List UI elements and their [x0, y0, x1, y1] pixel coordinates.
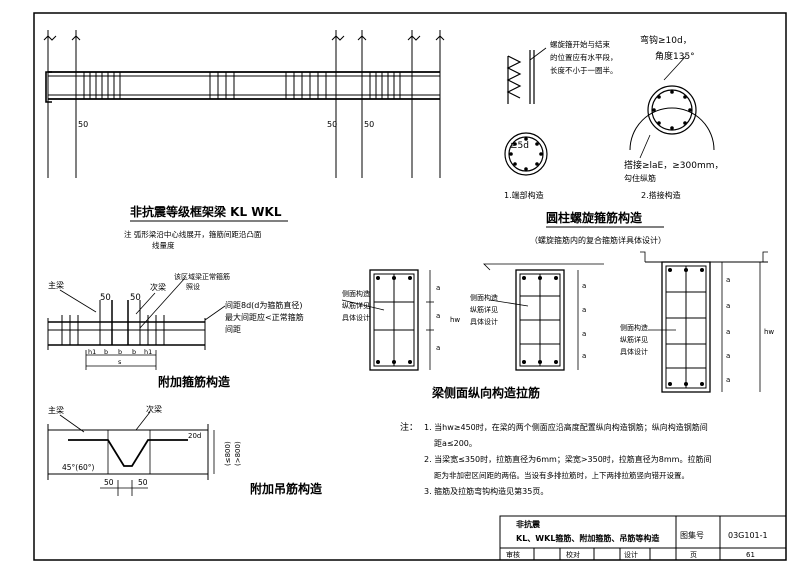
titleblock-fig-no: 03G101-1	[728, 531, 768, 540]
section-side-note-1b: 侧面构造	[470, 293, 498, 302]
stirrup-note-1: 该区域梁正常箍筋	[174, 272, 230, 281]
section-side-note-1c: 侧面构造	[620, 323, 648, 332]
stirrup-bottom-label-3: b	[118, 348, 122, 356]
section-a-label-5: a	[582, 306, 586, 314]
section-a-label-8: a	[726, 276, 730, 284]
section-a-label-7: a	[582, 352, 586, 360]
hanger-angle-label: 45°(60°)	[62, 463, 95, 472]
note-1a: 1. 当hw≥450时，在梁的两个侧面应沿高度配置纵向构造钢筋；纵向构造钢筋间	[424, 422, 708, 432]
section-a-label-1: a	[436, 284, 440, 292]
beam-elevation	[43, 30, 445, 178]
beam-dim-1: 50	[78, 120, 88, 129]
spiral-note-1: 螺旋箍开始与结束	[550, 39, 610, 49]
section-a-label-4: a	[582, 282, 586, 290]
titleblock-check: 校对	[566, 550, 580, 559]
titleblock-line-1: 非抗震	[516, 519, 541, 529]
spiral-note-2: 的位置应有水平段，	[550, 52, 618, 62]
section-bars	[376, 268, 704, 386]
spiral-overlap-label-1: 搭接≥laE，≥300mm，	[624, 159, 724, 171]
section-side-note-1: 侧面构造	[342, 289, 370, 298]
beam-dim-2: 50	[327, 120, 337, 129]
spiral-title: 圆柱螺旋箍筋构造	[546, 210, 643, 225]
note-3: 3. 箍筋及拉筋弯钩构造见第35页。	[424, 486, 548, 496]
titleblock-page: 61	[746, 551, 755, 559]
section-diagrams	[341, 251, 768, 393]
section-hw-label-2: hw	[764, 328, 774, 336]
spiral-overlap-label-2: 勾住纵筋	[624, 173, 656, 183]
stirrup-bottom-label-5: h1	[144, 348, 152, 356]
stirrup-diagram	[47, 277, 226, 370]
section-hw-label-1: hw	[450, 316, 460, 324]
hanger-800b-label: (>800)	[234, 441, 242, 466]
titleblock-fig-no-label: 图集号	[680, 530, 704, 540]
title-block	[499, 515, 787, 561]
hanger-dim-1: 50	[104, 478, 114, 487]
section-side-note-3b: 具体设计	[470, 317, 498, 326]
notes-lead: 注：	[400, 421, 418, 433]
spiral-subtitle: （螺旋箍筋内的复合箍筋详具体设计）	[530, 235, 666, 245]
stirrup-main-beam-label: 主梁	[48, 280, 64, 290]
hanger-diagram	[47, 411, 215, 496]
section-side-note-3: 具体设计	[342, 313, 370, 322]
stirrup-spacing-3: 间距	[225, 325, 241, 334]
hanger-800-label: (≤800)	[224, 441, 232, 466]
hanger-dim-2: 50	[138, 478, 148, 487]
beam-title: 非抗震等级框架梁 KL WKL	[130, 204, 282, 219]
stirrup-bottom-label-4: b	[132, 348, 136, 356]
titleblock-review: 审核	[506, 550, 520, 559]
section-a-label-9: a	[726, 302, 730, 310]
spiral-bend-label-2: 角度135°	[655, 50, 695, 62]
section-a-label-2: a	[436, 312, 440, 320]
stirrup-spacing-1: 间距8d(d为箍筋直径)	[225, 300, 303, 310]
hanger-secondary-beam-label: 次梁	[146, 404, 162, 414]
hanger-main-beam-label: 主梁	[48, 405, 64, 415]
spiral-note-3: 长度不小于一圈半。	[550, 65, 618, 75]
stirrup-dim-2: 50	[130, 293, 141, 303]
spiral-caption-2: 2.搭接构造	[641, 190, 681, 200]
beam-note-2: 线量度	[152, 240, 175, 250]
section-side-note-2b: 纵筋详见	[470, 305, 498, 314]
section-side-note-2c: 纵筋详见	[620, 335, 648, 344]
spiral-diagram	[504, 47, 715, 176]
note-2b: 距为非加密区间距的两倍。当设有多排拉筋时，上下两排拉筋竖向错开设置。	[434, 470, 689, 480]
note-1b: 距a≤200。	[434, 439, 477, 448]
section-title: 梁侧面纵向构造拉筋	[431, 385, 540, 400]
spiral-bend-label-1: 弯钩≥10d，	[640, 34, 692, 46]
section-a-label-12: a	[726, 376, 730, 384]
section-a-label-10: a	[726, 328, 730, 336]
stirrup-title: 附加箍筋构造	[158, 374, 231, 389]
section-a-label-11: a	[726, 352, 730, 360]
stirrup-bottom-label-1: h1	[88, 348, 96, 356]
titleblock-line-2: KL、WKL箍筋、附加箍筋、吊筋等构造	[516, 533, 659, 543]
stirrup-bottom-label-2: b	[104, 348, 108, 356]
notes-block: 注： 1. 当hw≥450时，在梁的两个侧面应沿高度配置纵向构造钢筋；纵向构造钢…	[400, 421, 711, 496]
stirrup-note-2: 照设	[186, 282, 200, 291]
stirrup-s-label: s	[118, 358, 122, 366]
titleblock-design: 设计	[624, 550, 638, 559]
titleblock-page-label: 页	[690, 551, 697, 559]
sheet-border	[33, 12, 787, 561]
stirrup-dim-1: 50	[100, 293, 111, 303]
note-2a: 2. 当梁宽≤350时，拉筋直径为6mm；梁宽>350时，拉筋直径为8mm。拉筋…	[424, 454, 711, 464]
spiral-circle-label: ≥5d	[510, 141, 529, 151]
section-side-note-3c: 具体设计	[620, 347, 648, 356]
beam-dim-3: 50	[364, 120, 374, 129]
section-side-note-2: 纵筋详见	[342, 301, 370, 310]
section-a-label-6: a	[582, 330, 586, 338]
beam-note-1: 注 弧形梁沿中心线展开，箍筋间距沿凸面	[124, 229, 262, 239]
stirrup-spacing-2: 最大间距应<正常箍筋	[225, 312, 304, 322]
hanger-20d-label: 20d	[188, 432, 201, 440]
hanger-title: 附加吊筋构造	[250, 481, 323, 496]
stirrup-secondary-beam-label: 次梁	[150, 282, 166, 292]
spiral-caption-1: 1.端部构造	[504, 190, 544, 200]
section-a-label-3: a	[436, 344, 440, 352]
